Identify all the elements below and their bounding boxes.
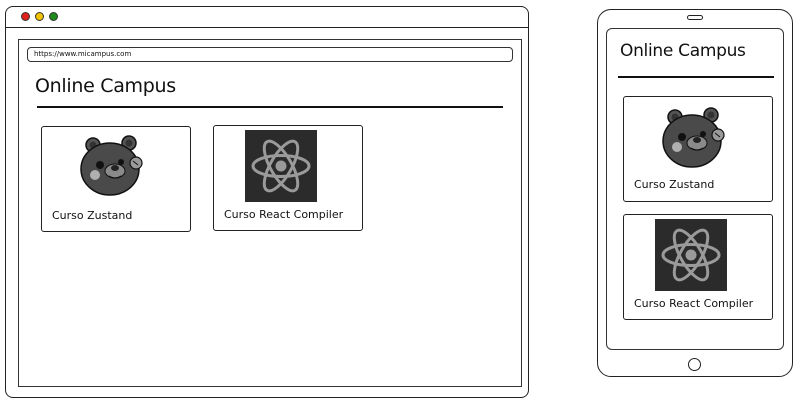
course-label: Curso Zustand: [52, 209, 133, 222]
react-atom-icon: [245, 130, 317, 202]
close-window-icon[interactable]: [21, 12, 30, 21]
course-label: Curso Zustand: [634, 178, 715, 191]
page-title: Online Campus: [620, 41, 746, 61]
zustand-bear-icon: [657, 103, 729, 171]
course-label: Curso React Compiler: [634, 297, 754, 310]
minimize-window-icon[interactable]: [35, 12, 44, 21]
home-button[interactable]: [688, 358, 701, 371]
course-label: Curso React Compiler: [224, 208, 344, 221]
desktop-browser-window: https://www.micampus.com Online Campus: [5, 6, 529, 398]
browser-viewport: https://www.micampus.com Online Campus: [18, 39, 522, 387]
mobile-phone: Online Campus: [597, 9, 793, 377]
course-card-react-compiler[interactable]: Curso React Compiler: [213, 125, 363, 231]
phone-speaker: [687, 15, 703, 20]
title-divider: [618, 76, 774, 78]
page-title: Online Campus: [35, 75, 176, 97]
maximize-window-icon[interactable]: [49, 12, 58, 21]
browser-titlebar: [6, 7, 528, 28]
phone-screen: Online Campus: [606, 28, 784, 350]
url-bar[interactable]: https://www.micampus.com: [27, 47, 513, 62]
course-card-react-compiler[interactable]: Curso React Compiler: [623, 214, 773, 320]
course-card-zustand[interactable]: Curso Zustand: [41, 126, 191, 232]
react-atom-icon: [655, 219, 727, 291]
title-divider: [37, 106, 503, 108]
zustand-bear-icon: [75, 131, 147, 199]
course-card-zustand[interactable]: Curso Zustand: [623, 96, 773, 202]
